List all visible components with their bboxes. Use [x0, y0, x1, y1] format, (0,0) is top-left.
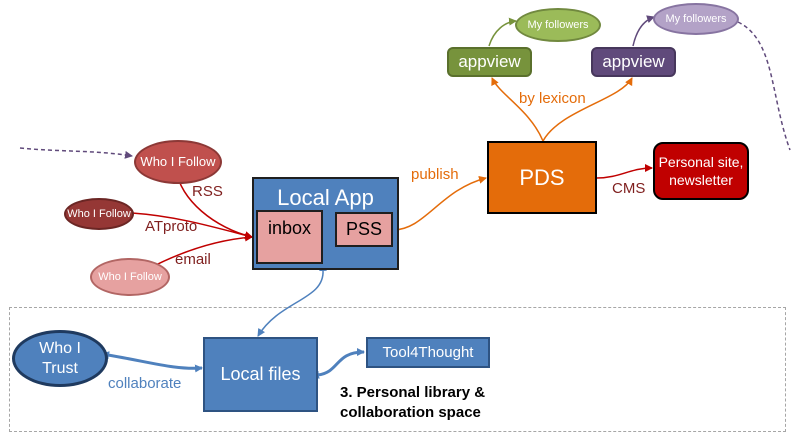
- pds-box: PDS: [487, 141, 597, 214]
- cms-label: CMS: [612, 180, 646, 197]
- my-followers-right-node: My followers: [653, 3, 739, 35]
- collaborate-label: collaborate: [108, 375, 182, 392]
- who-i-follow-atproto-node: Who I Follow: [64, 198, 134, 230]
- appview-right-box: appview: [591, 47, 676, 77]
- lexicon-arrow-left: [491, 77, 544, 142]
- who-i-follow-atproto-label: Who I Follow: [67, 207, 131, 220]
- my-followers-left-label: My followers: [527, 18, 589, 31]
- pss-box: PSS: [335, 212, 393, 247]
- atproto-label: ATproto: [145, 218, 198, 235]
- local-files-label: Local files: [220, 364, 301, 385]
- section-title: 3. Personal library & collaboration spac…: [340, 384, 486, 422]
- who-i-follow-rss-label: Who I Follow: [140, 153, 216, 169]
- email-label: email: [175, 251, 211, 268]
- tool4thought-box: Tool4Thought: [366, 337, 490, 368]
- personal-site-box: Personal site, newsletter: [653, 142, 749, 200]
- dashed-outgoing-arrow: [737, 21, 791, 151]
- local-files-box: Local files: [203, 337, 318, 412]
- publish-label: publish: [411, 166, 459, 183]
- dashed-incoming-arrow: [19, 147, 133, 159]
- my-followers-right-label: My followers: [665, 12, 727, 25]
- inbox-box: inbox: [256, 210, 323, 264]
- publish-arrow: [392, 175, 487, 231]
- pds-label: PDS: [519, 164, 565, 190]
- localfiles-tool-arrow: [311, 348, 365, 379]
- localapp-localfiles-arrow: [257, 263, 328, 337]
- appview-left-followers-arrow: [488, 17, 517, 47]
- collaborate-arrow: [101, 351, 203, 373]
- tool4thought-label: Tool4Thought: [382, 343, 474, 361]
- appview-right-followers-arrow: [632, 15, 655, 47]
- appview-right-label: appview: [602, 52, 665, 72]
- rss-label: RSS: [192, 183, 223, 200]
- pss-label: PSS: [345, 219, 383, 240]
- cms-arrow: [596, 164, 653, 179]
- lexicon-arrow-right: [542, 77, 633, 142]
- who-i-trust-label: Who I Trust: [39, 340, 81, 377]
- who-i-follow-email-node: Who I Follow: [90, 258, 170, 296]
- who-i-follow-rss-node: Who I Follow: [134, 140, 222, 184]
- personal-library-region: [9, 307, 786, 432]
- atproto-arrow: [131, 212, 253, 240]
- my-followers-left-node: My followers: [515, 8, 601, 42]
- personal-site-label: Personal site, newsletter: [658, 153, 744, 188]
- who-i-trust-node: Who I Trust: [12, 330, 108, 387]
- inbox-label: inbox: [267, 218, 312, 238]
- appview-left-label: appview: [458, 52, 521, 72]
- who-i-follow-email-label: Who I Follow: [98, 270, 162, 283]
- by-lexicon-label: by lexicon: [519, 90, 586, 107]
- local-app-title: Local App: [277, 185, 374, 210]
- appview-left-box: appview: [447, 47, 532, 77]
